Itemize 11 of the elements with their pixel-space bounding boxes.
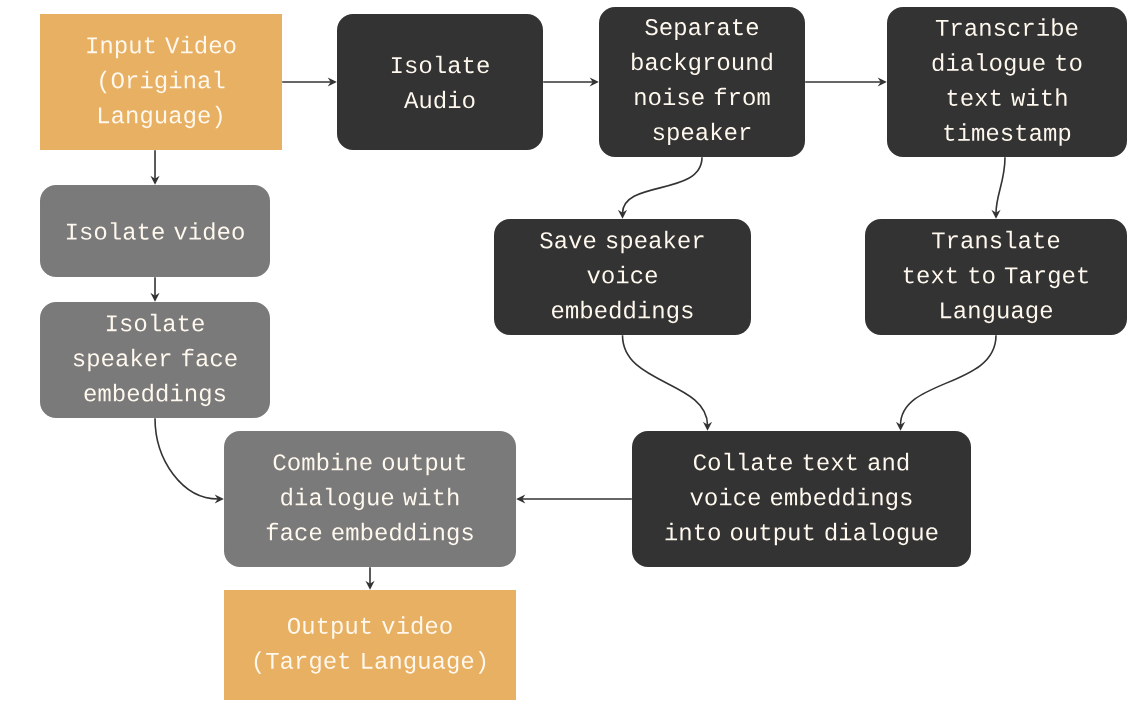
process-box: Save speaker voice embeddings xyxy=(494,219,751,335)
process-box: Transcribe dialogue to text with timestamp xyxy=(887,7,1127,157)
process-box: Input Video (Original Language) xyxy=(40,14,282,150)
process-box: Isolate video xyxy=(40,185,270,277)
process-box: Isolate speaker face embeddings xyxy=(40,302,270,418)
process-box: Isolate Audio xyxy=(337,14,543,150)
process-box: Combine output dialogue with face embeddings xyxy=(224,431,516,567)
process-box: Collate text and voice embeddings into output dialogue xyxy=(632,431,971,567)
process-box: Separate background noise from speaker xyxy=(599,7,805,157)
process-box: Output video (Target Language) xyxy=(224,590,516,700)
process-box: Translate text to Target Language xyxy=(865,219,1127,335)
